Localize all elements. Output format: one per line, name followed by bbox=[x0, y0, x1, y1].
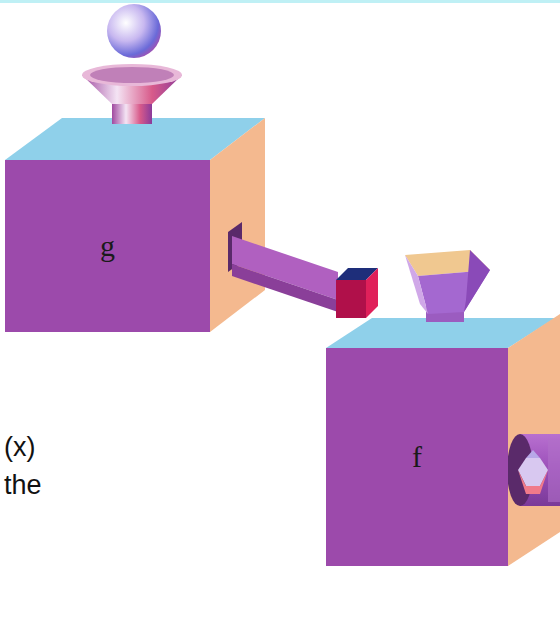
function-name: f bbox=[412, 440, 422, 474]
function-name: g bbox=[100, 229, 115, 263]
machine-box: g bbox=[5, 160, 210, 332]
caption-fragment: the bbox=[4, 470, 42, 501]
caption-fragment: (x) bbox=[4, 432, 35, 463]
machine-box: f bbox=[326, 348, 508, 566]
